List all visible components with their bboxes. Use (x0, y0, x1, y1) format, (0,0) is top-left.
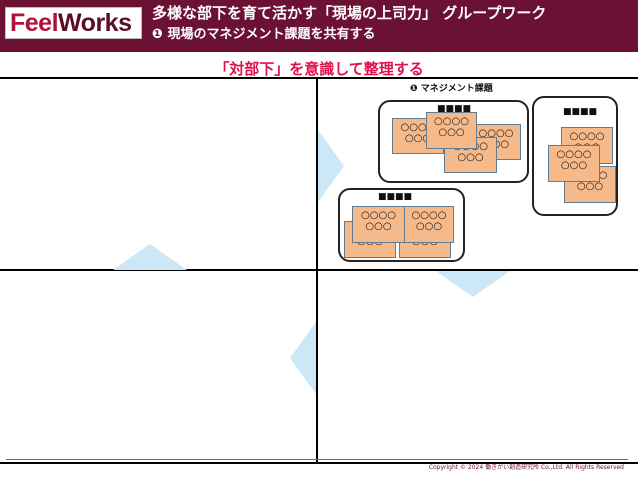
management-issues-label: ❶ マネジメント課題 (410, 84, 493, 94)
card-line: ○○○○ (411, 210, 447, 221)
arrow-shape-top-right (318, 130, 344, 202)
footer-rule (6, 459, 628, 460)
page-title: 多様な部下を育て活かす「現場の上司力」 グループワーク (152, 4, 547, 22)
group-label-1: ■■■■ (437, 104, 472, 114)
quadrant-vertical-divider (316, 78, 318, 464)
card-line: ○○○ (365, 221, 392, 232)
card-line: ○○○ (457, 152, 484, 163)
card-line: ○○○ (560, 160, 588, 171)
header-bar: FeelWorks 多様な部下を育て活かす「現場の上司力」 グループワーク ❶ … (0, 0, 638, 52)
group-label-2: ■■■■ (563, 107, 598, 117)
logo-text: FeelWorks (10, 9, 132, 37)
card-line: ○○○ (404, 133, 432, 144)
logo-works: Works (58, 9, 132, 37)
group-label-3: ■■■■ (378, 192, 413, 202)
arrow-shape-top-left (113, 244, 187, 270)
card-line: ○○○○ (400, 122, 436, 133)
card-line: ○○○○ (361, 210, 396, 221)
logo-feel: Feel (10, 9, 59, 37)
issue-card: ○○○○○○○ (352, 206, 405, 243)
card-line: ○○○○ (478, 128, 514, 139)
card-line: ○○○ (576, 181, 604, 192)
card-line: ○○○○ (556, 149, 592, 160)
bottom-rule (0, 462, 638, 464)
page-subtitle: ❶ 現場のマネジメント課題を共有する (152, 27, 376, 42)
card-line: ○○○○ (434, 116, 469, 127)
card-line: ○○○ (438, 127, 465, 138)
top-rule (0, 77, 638, 79)
arrow-shape-bottom-left (290, 322, 316, 394)
issue-card: ○○○○○○○ (426, 112, 477, 149)
copyright-text: Copyright © 2024 働きがい創造研究所 Co.,Ltd. All … (428, 464, 624, 471)
issue-card: ○○○○○○○ (404, 206, 454, 243)
arrow-shape-bottom-right (436, 271, 510, 297)
issue-card: ○○○○○○○ (548, 145, 600, 182)
quadrant-horizontal-divider (0, 269, 638, 271)
card-line: ○○○ (415, 221, 443, 232)
card-line: ○○○○ (569, 131, 605, 142)
section-subtitle: 「対部下」を意識して整理する (214, 60, 424, 78)
logo: FeelWorks (5, 7, 142, 39)
